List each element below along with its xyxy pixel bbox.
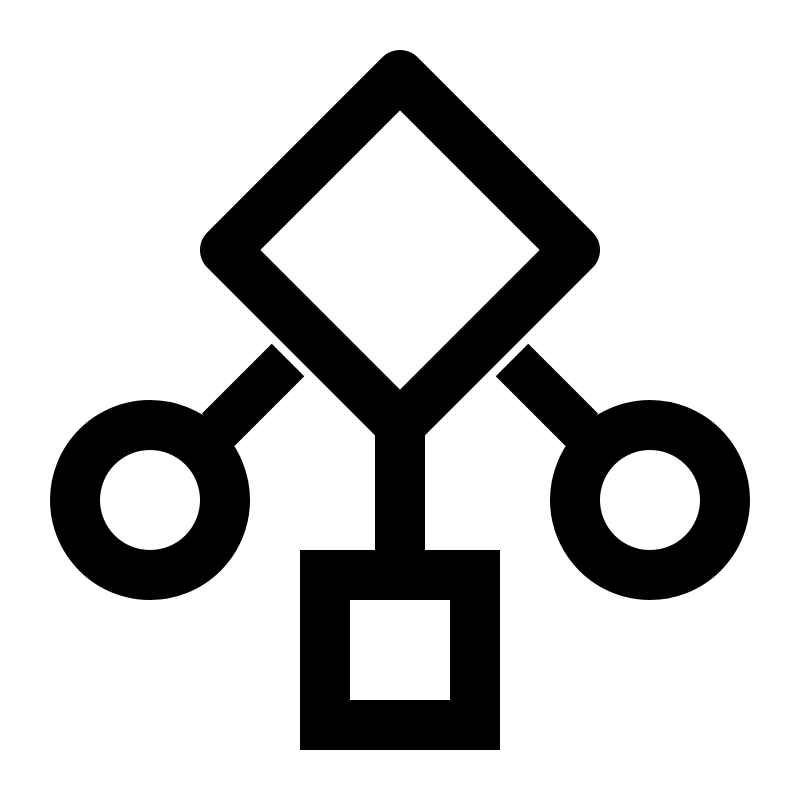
bottom-outcome-square bbox=[300, 550, 500, 750]
left-outcome-circle bbox=[50, 400, 250, 600]
right-connector-line bbox=[495, 343, 599, 447]
decision-diamond-shape bbox=[200, 50, 600, 450]
left-connector-line bbox=[201, 343, 305, 447]
right-outcome-circle bbox=[550, 400, 750, 600]
